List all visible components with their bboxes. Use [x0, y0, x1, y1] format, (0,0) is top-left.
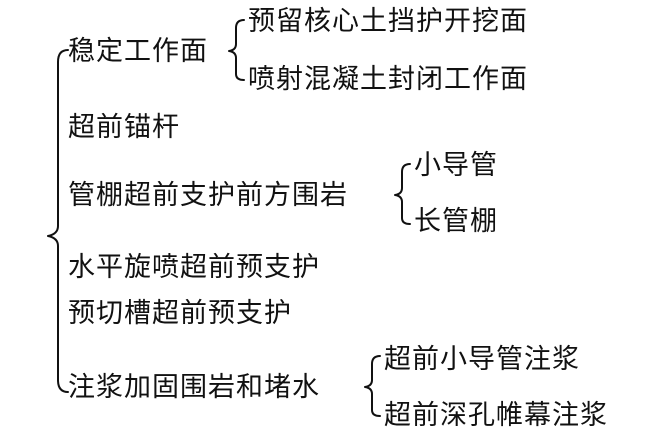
sub-item-long-pipe-shed: 长管棚 — [414, 206, 498, 237]
sub-brace-stable-face — [228, 19, 245, 81]
branch-horizontal-jet: 水平旋喷超前预支护 — [68, 252, 320, 283]
branch-stable-face: 稳定工作面 — [68, 36, 208, 67]
sub-item-small-pipe: 小导管 — [414, 150, 498, 181]
main-brace — [47, 49, 69, 393]
branch-pre-cut-slot: 预切槽超前预支护 — [68, 298, 292, 329]
sub-brace-pipe-shed — [394, 163, 411, 225]
sub-item-core-soil: 预留核心土挡护开挖面 — [248, 6, 528, 37]
sub-brace-grouting — [364, 355, 381, 417]
sub-item-curtain-grouting: 超前深孔帷幕注浆 — [384, 400, 608, 431]
branch-grouting: 注浆加固围岩和堵水 — [68, 372, 320, 403]
branch-advance-anchor: 超前锚杆 — [68, 112, 180, 143]
sub-item-shotcrete: 喷射混凝土封闭工作面 — [248, 64, 528, 95]
sub-item-small-pipe-grouting: 超前小导管注浆 — [384, 344, 580, 375]
branch-pipe-shed: 管棚超前支护前方围岩 — [68, 180, 348, 211]
